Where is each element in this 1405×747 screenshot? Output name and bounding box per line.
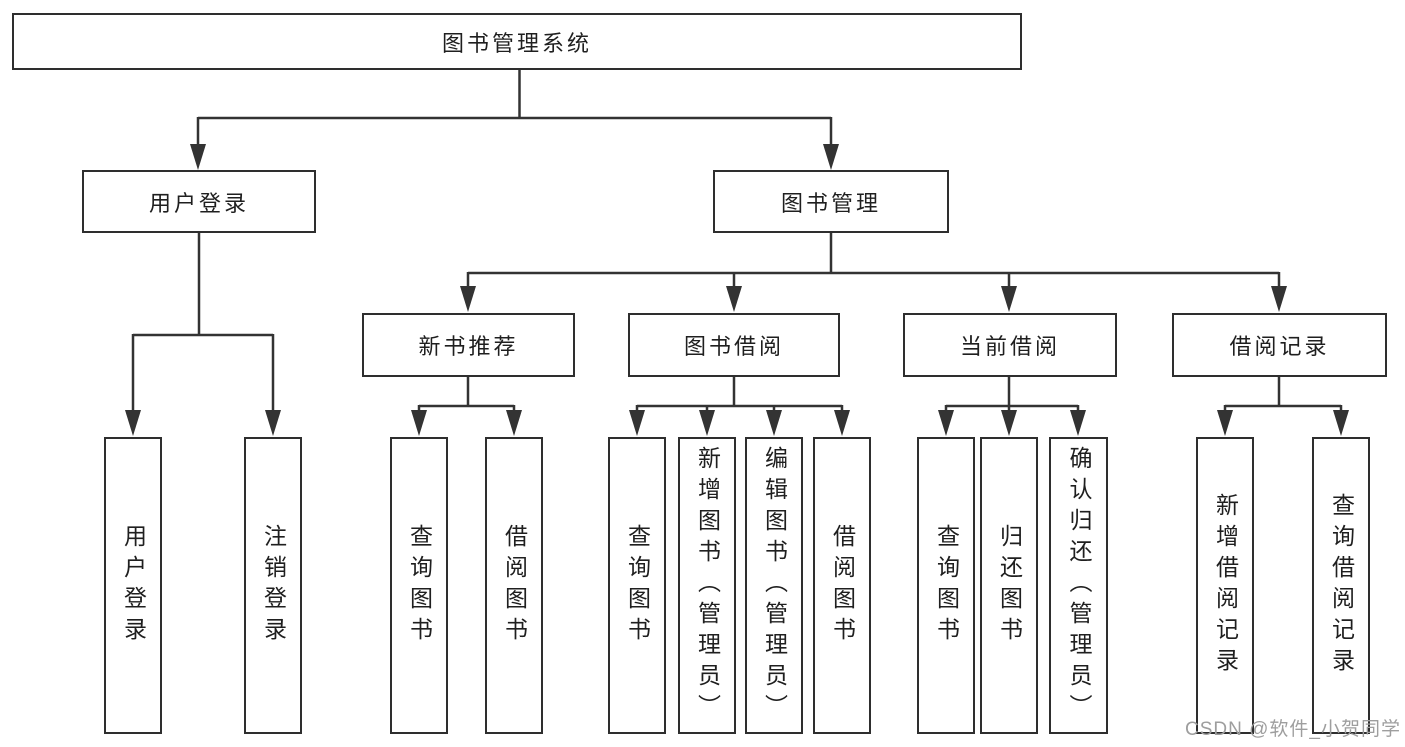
leaf-return-book: 归还图书 (980, 437, 1038, 734)
connector-bookmgmt-to-level3 (460, 233, 1287, 312)
connector-borrow-to-leaves (629, 377, 850, 436)
leaf-logout: 注销登录 (244, 437, 302, 734)
connector-userlogin-to-leaves (125, 233, 281, 436)
leaf-query-book-current: 查询图书 (917, 437, 975, 734)
connector-records-to-leaves (1217, 377, 1349, 436)
node-book-borrow: 图书借阅 (628, 313, 840, 377)
leaf-add-borrow-record: 新增借阅记录 (1196, 437, 1254, 734)
node-root: 图书管理系统 (12, 13, 1022, 70)
node-new-book-recommend: 新书推荐 (362, 313, 575, 377)
leaf-borrow-book-recommend: 借阅图书 (485, 437, 543, 734)
leaf-query-book-recommend: 查询图书 (390, 437, 448, 734)
connector-root-to-level2 (190, 70, 839, 170)
connector-newbook-to-leaves (411, 377, 522, 436)
node-user-login: 用户登录 (82, 170, 316, 233)
node-book-management: 图书管理 (713, 170, 949, 233)
leaf-query-borrow-record: 查询借阅记录 (1312, 437, 1370, 734)
connector-current-to-leaves (938, 377, 1086, 436)
node-borrow-records: 借阅记录 (1172, 313, 1387, 377)
leaf-add-book-admin: 新增图书（管理员） (678, 437, 736, 734)
leaf-user-login: 用户登录 (104, 437, 162, 734)
leaf-confirm-return-admin: 确认归还（管理员） (1049, 437, 1108, 734)
leaf-edit-book-admin: 编辑图书（管理员） (745, 437, 803, 734)
leaf-borrow-book: 借阅图书 (813, 437, 871, 734)
watermark: CSDN @软件_小贺同学 (1185, 719, 1401, 740)
node-current-borrow: 当前借阅 (903, 313, 1117, 377)
leaf-query-book-borrow: 查询图书 (608, 437, 666, 734)
